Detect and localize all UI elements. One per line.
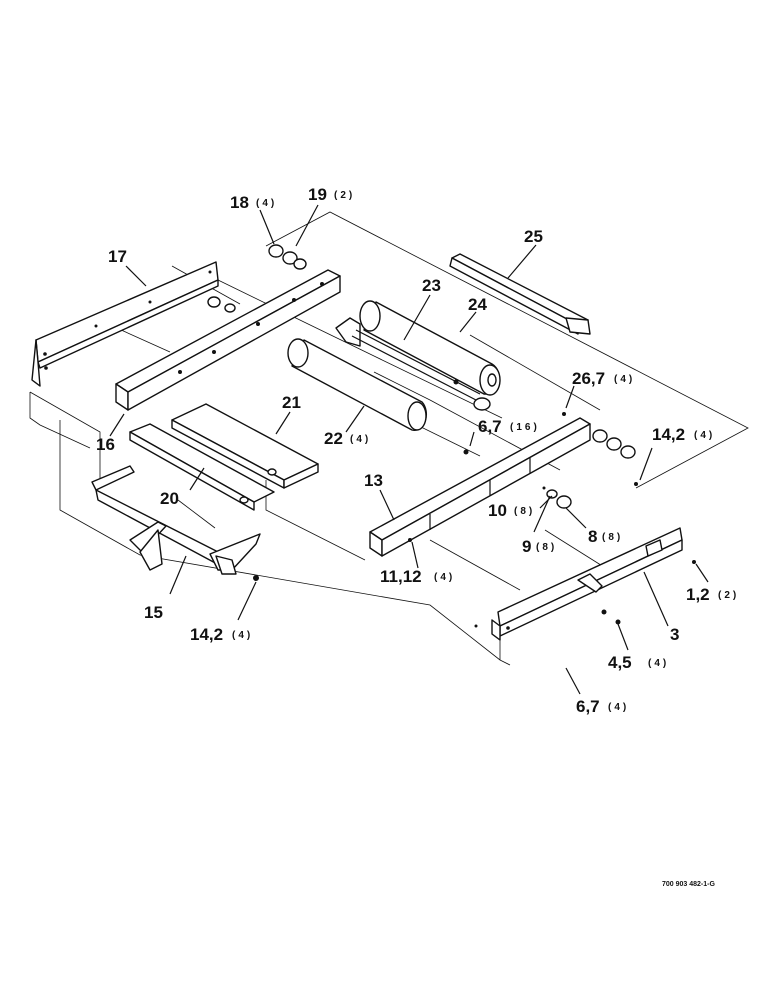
label-26-7-qty: (4) [614,374,635,385]
part-18-19-bearings [268,244,307,270]
part-21-flat-plate [171,403,319,489]
label-6-7-upper: 6,7 [478,417,502,436]
label-20: 20 [160,489,179,508]
label-18: 18 [230,193,249,212]
label-13: 13 [364,471,383,490]
label-4-5: 4,5 [608,653,632,672]
label-6-7-upper-qty: (16) [510,422,540,433]
label-6-7-lower: 6,7 [576,697,600,716]
label-25: 25 [524,227,543,246]
bearing-set-left [207,296,236,313]
label-14-2-lower: 14,2 [190,625,223,644]
part-13-angle-bar [369,412,591,557]
label-14-2-upper-qty: (4) [694,430,715,441]
label-19: 19 [308,185,327,204]
label-16: 16 [96,435,115,454]
label-23: 23 [422,276,441,295]
label-21: 21 [282,393,301,412]
label-6-7-lower-qty: (4) [608,702,629,713]
part-labels: 17 18 (4) 19 (2) 25 23 24 21 22 (4) 26,7… [96,185,739,888]
label-9-qty: (8) [536,542,557,553]
part-22-roller [287,338,428,431]
label-1-2: 1,2 [686,585,710,604]
label-14-2-upper: 14,2 [652,425,685,444]
label-3: 3 [670,625,679,644]
label-1-2-qty: (2) [718,590,739,601]
part-17-side-plate [31,261,219,387]
part-3-side-bar [474,527,696,641]
label-17: 17 [108,247,127,266]
label-22: 22 [324,429,343,448]
label-8-qty: (8) [602,532,623,543]
part-25-bar [449,253,591,335]
label-15: 15 [144,603,163,622]
assembly-outline-lines [29,211,749,666]
leader-arrows [109,204,709,695]
label-10-qty: (8) [514,506,535,517]
label-26-7: 26,7 [572,369,605,388]
label-18-qty: (4) [256,198,277,209]
label-24: 24 [468,295,487,314]
label-22-qty: (4) [350,434,371,445]
drawing-reference-number: 700 903 482-1-G [662,881,715,888]
label-14-2-lower-qty: (4) [232,630,253,641]
label-4-5-qty: (4) [648,658,669,669]
label-11-12: 11,12 [380,567,422,586]
label-19-qty: (2) [334,190,355,201]
part-20-bar [129,423,275,511]
part-15-bracket [91,465,261,581]
label-8: 8 [588,527,597,546]
bearing-set-right [592,429,638,486]
label-9: 9 [522,537,531,556]
part-23-shaft [335,317,491,411]
part-8-9-10-hardware [542,486,572,509]
label-10: 10 [488,501,507,520]
part-16-channel-bar [115,269,341,411]
part-24-roller [359,300,501,396]
label-11-12-qty: (4) [434,572,455,583]
